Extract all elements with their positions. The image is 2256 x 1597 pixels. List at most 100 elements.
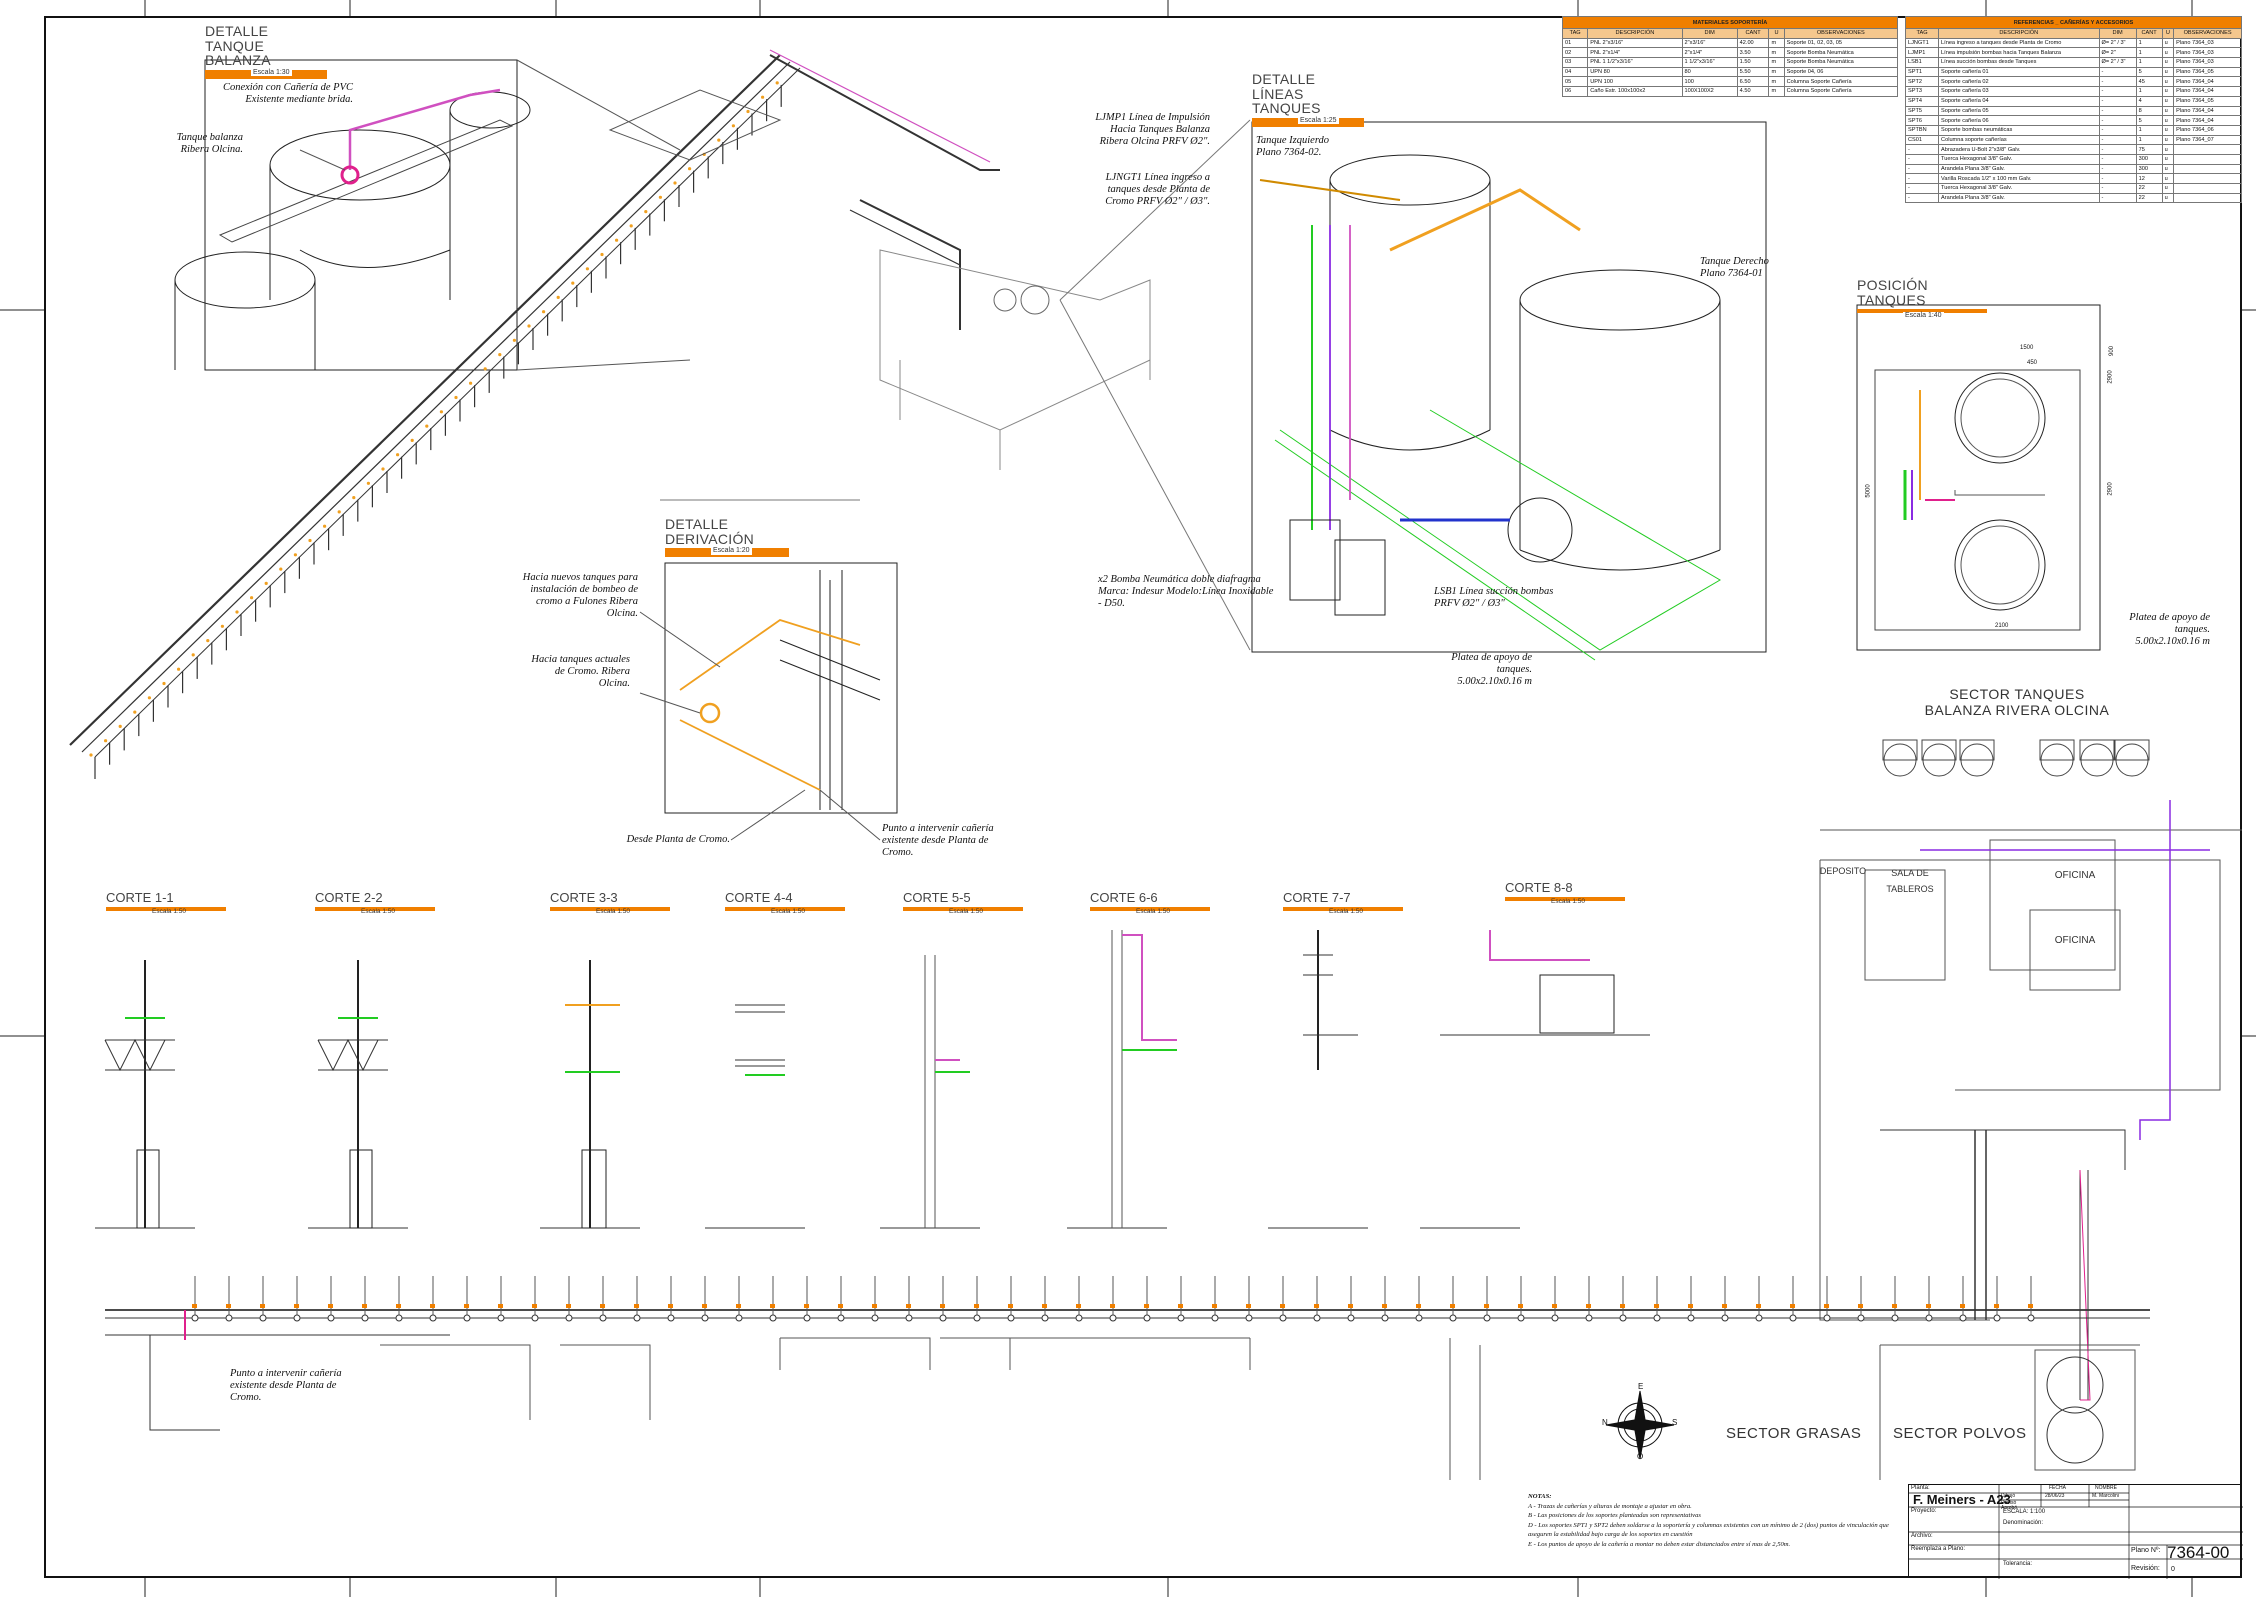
materiales-cell: PNL 1 1/2"x3/16" bbox=[1587, 57, 1683, 68]
referencias-cell: Abrazadera U-Bolt 2"x3/8" Galv. bbox=[1938, 144, 2100, 155]
rack-clamp bbox=[761, 95, 765, 99]
pipe-clamp bbox=[1790, 1304, 1795, 1308]
referencias-cell: 1 bbox=[2135, 57, 2163, 68]
referencias-cell: 1 bbox=[2135, 37, 2163, 49]
tb-reviso-label: Revisó bbox=[2001, 1500, 2017, 1506]
pipe-support-base bbox=[1789, 1314, 1797, 1322]
materiales-cell: m bbox=[1768, 37, 1785, 49]
referencias-cell: u bbox=[2161, 183, 2175, 194]
referencias-cell: 22 bbox=[2135, 192, 2163, 204]
rack-clamp bbox=[396, 453, 400, 457]
referencias-header-3: CANT bbox=[2135, 28, 2163, 39]
materiales-cell: m bbox=[1768, 76, 1785, 88]
note-item: D - Los soportes SPT1 y SPT2 deben solda… bbox=[1528, 1521, 1889, 1539]
pipe-clamp bbox=[362, 1304, 367, 1308]
pipe-clamp bbox=[1382, 1304, 1387, 1308]
referencias-cell: SPT1 bbox=[1904, 66, 1940, 78]
rack-clamp bbox=[337, 510, 341, 514]
rack-clamp bbox=[235, 610, 239, 614]
materiales-cell: Soporte Bomba Neumática bbox=[1783, 57, 1899, 68]
referencias-title: REFERENCIAS _ CAÑERÍAS Y ACCESORIOS bbox=[1905, 16, 2242, 29]
dim-2900b: 2900 bbox=[2107, 482, 2114, 496]
note-platea-lineas: Platea de apoyo de tanques. 5.00x2.10x0.… bbox=[1451, 652, 1532, 688]
referencias-cell: Soporte bombas neumáticas bbox=[1938, 124, 2100, 136]
referencias-cell: - bbox=[2098, 192, 2137, 204]
pipe-clamp bbox=[1144, 1304, 1149, 1308]
pipe-support-base bbox=[1041, 1314, 1049, 1322]
corte-label: CORTE 6-6 bbox=[1090, 890, 1158, 905]
materiales-cell: 4.50 bbox=[1736, 86, 1770, 97]
referencias-cell bbox=[2173, 153, 2242, 165]
referencias-cell: - bbox=[2098, 95, 2137, 107]
referencias-cell: Plano 7364_03 bbox=[2173, 47, 2242, 59]
materiales-cell: 1.50 bbox=[1736, 57, 1770, 68]
rack-clamp bbox=[366, 481, 370, 485]
rack-clamp bbox=[177, 667, 181, 671]
pipe bbox=[1489, 930, 1590, 961]
referencias-cell: u bbox=[2161, 134, 2175, 146]
tank-balanza bbox=[1539, 974, 1615, 1034]
materiales-cell: 5.50 bbox=[1736, 66, 1770, 78]
pipe-support-base bbox=[1993, 1314, 2001, 1322]
referencias-cell: 8 bbox=[2135, 105, 2163, 117]
detail-balanza-scale: Escala 1:30 bbox=[251, 69, 292, 77]
referencias-cell: LJNGT1 bbox=[1904, 37, 1940, 49]
posicion-title-text: POSICIÓN TANQUES bbox=[1857, 277, 1928, 308]
dim-5000: 5000 bbox=[1865, 484, 1872, 498]
corte-label: CORTE 4-4 bbox=[725, 890, 793, 905]
corte-label: CORTE 2-2 bbox=[315, 890, 383, 905]
pipe-support-base bbox=[1653, 1314, 1661, 1322]
referencias-cell: - bbox=[2098, 153, 2137, 165]
tb-revision: 0 bbox=[2171, 1566, 2175, 1573]
referencias-cell bbox=[2173, 144, 2242, 155]
referencias-cell: Plano 7364_07 bbox=[2173, 134, 2242, 146]
pipe-clamp bbox=[464, 1304, 469, 1308]
compass-o: O bbox=[1637, 1452, 1644, 1461]
column-base bbox=[349, 1149, 373, 1229]
posicion-title: POSICIÓN TANQUES Escala 1:40 bbox=[1857, 277, 1987, 320]
corte-scale: Escala 1:50 bbox=[361, 908, 395, 915]
pipe-clamp bbox=[872, 1304, 877, 1308]
dim-450: 450 bbox=[2027, 360, 2038, 366]
pipe-support-base bbox=[1687, 1314, 1695, 1322]
rack-clamp bbox=[308, 538, 312, 543]
referencias-cell: 300 bbox=[2135, 153, 2163, 165]
pipe-support-base bbox=[1585, 1314, 1593, 1322]
truss bbox=[317, 1038, 388, 1072]
pipe-support-base bbox=[1483, 1314, 1491, 1322]
materiales-cell: Soporte Bomba Neumática bbox=[1783, 47, 1899, 59]
tb-dibujo-nombre: M. Marcolini bbox=[2092, 1493, 2119, 1499]
title-block: Planta: F. Meiners - A23 FECHA NOMBRE Di… bbox=[1908, 1484, 2243, 1579]
referencias-cell bbox=[2173, 183, 2242, 194]
tb-fecha-label: FECHA bbox=[2049, 1485, 2066, 1491]
materiales-cell: Soporte 04, 06 bbox=[1783, 66, 1899, 78]
tb-reemplaza-label: Reemplaza a Plano: bbox=[1911, 1546, 1966, 1552]
referencias-cell: u bbox=[2161, 173, 2175, 184]
materiales-header-1: DESCRIPCIÓN bbox=[1587, 28, 1683, 39]
materiales-cell: 2"x3/16" bbox=[1681, 37, 1738, 49]
note-ljmp1: LJMP1 Línea de Impulsión Hacia Tanques B… bbox=[1095, 112, 1210, 148]
pipe-support-base bbox=[225, 1314, 233, 1322]
referencias-cell bbox=[2173, 163, 2242, 175]
pipe-support-base bbox=[667, 1314, 675, 1322]
materiales-cell: 80 bbox=[1681, 66, 1738, 78]
room-deposito: DEPOSITO bbox=[1819, 866, 1867, 876]
pipe-support-base bbox=[1313, 1314, 1321, 1322]
materiales-cell: 100X100X2 bbox=[1681, 86, 1738, 97]
pipe-clamp bbox=[396, 1304, 401, 1308]
pipe-support-base bbox=[1109, 1314, 1117, 1322]
referencias-cell: 1 bbox=[2135, 134, 2163, 146]
pipe-support-base bbox=[1211, 1314, 1219, 1322]
materiales-cell: UPN 100 bbox=[1587, 76, 1683, 88]
referencias-cell: Plano 7364_05 bbox=[2173, 66, 2242, 78]
pipe-clamp bbox=[940, 1304, 945, 1308]
referencias-cell: u bbox=[2161, 76, 2175, 88]
pipe-clamp bbox=[1688, 1304, 1693, 1308]
tb-proyecto-label: Proyecto: bbox=[1911, 1508, 1937, 1514]
referencias-cell: u bbox=[2161, 144, 2175, 155]
pipe-clamp bbox=[430, 1304, 435, 1308]
referencias-cell: Soporte cañería 02 bbox=[1938, 76, 2100, 88]
